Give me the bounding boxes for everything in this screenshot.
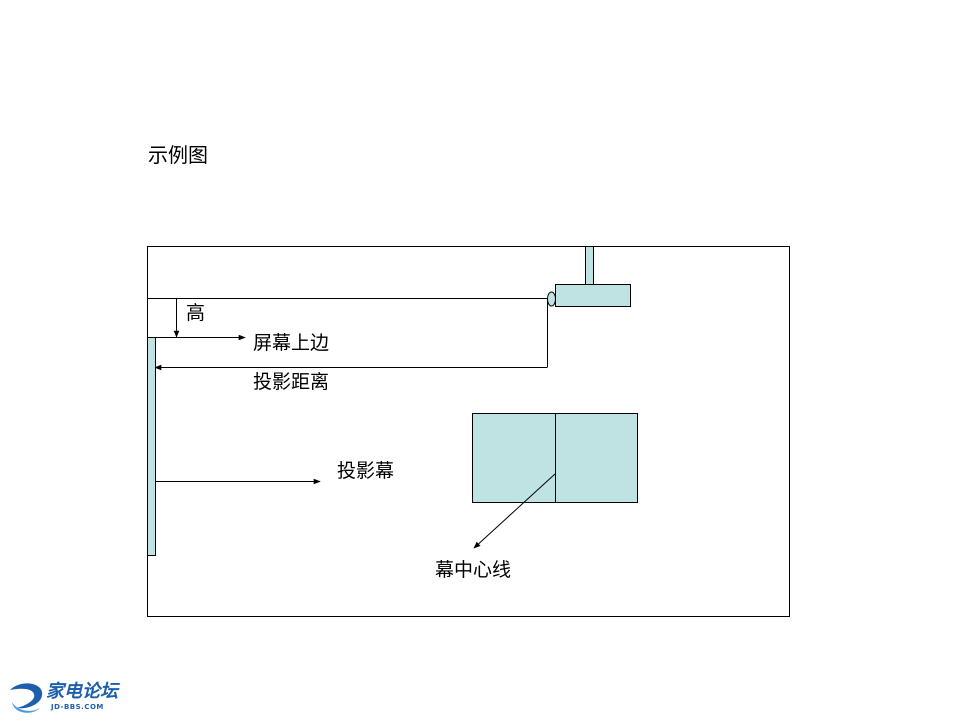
site-logo: 家电论坛 JD-BBS.COM [6,680,146,716]
screen-centerline-label: 幕中心线 [435,559,512,581]
height-label: 高 [186,302,206,324]
screen-top-label: 屏幕上边 [253,332,330,354]
slide-title: 示例图 [148,143,208,167]
projection-distance-label: 投影距离 [253,371,330,393]
logo-url: JD-BBS.COM [51,703,104,711]
projector-mount [585,246,594,285]
centerline-pointer-arrow [473,473,556,549]
projector-lens [547,291,556,307]
logo-swirl-icon [10,683,43,713]
projection-screen [147,337,156,556]
projector-body [555,284,631,307]
projection-screen-label: 投影幕 [337,460,395,482]
logo-wordmark: 家电论坛 [46,681,118,702]
